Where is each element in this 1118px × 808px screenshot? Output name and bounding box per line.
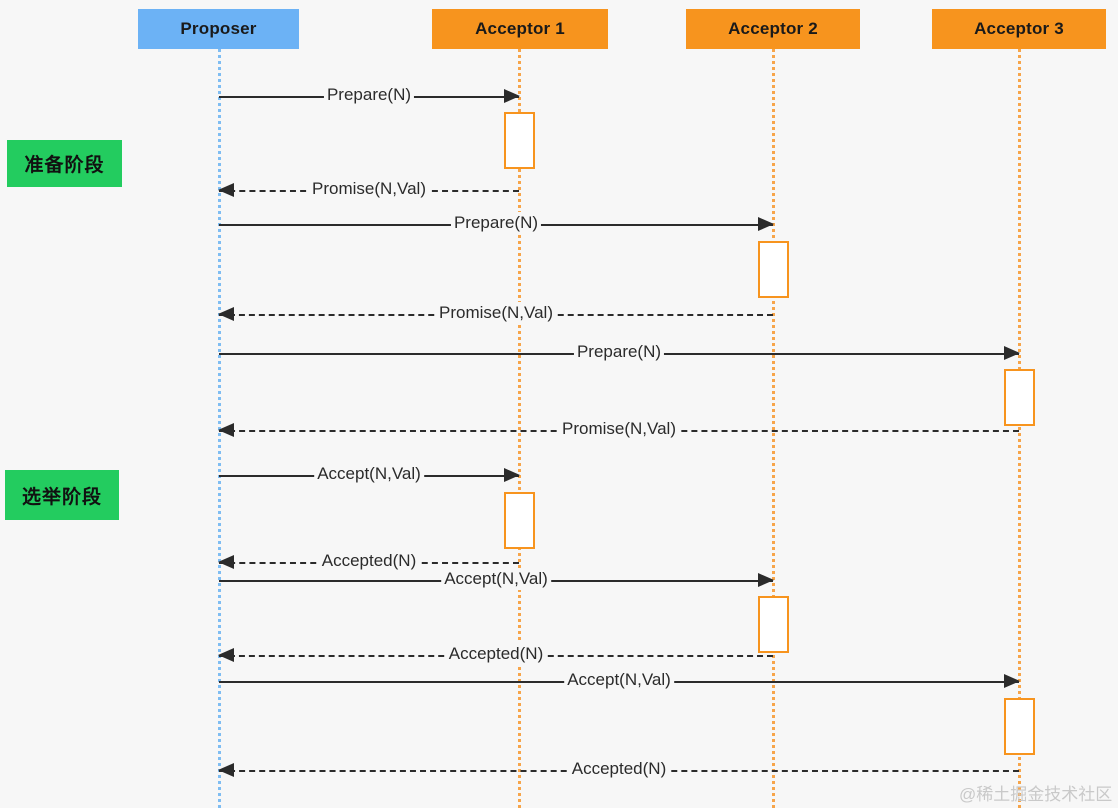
arrowhead-icon (504, 89, 520, 103)
activation-bar-acceptor3 (1004, 369, 1035, 426)
arrowhead-icon (218, 763, 234, 777)
message-label: Accepted(N) (445, 643, 547, 665)
arrowhead-icon (218, 307, 234, 321)
arrowhead-icon (1004, 674, 1020, 688)
arrowhead-icon (218, 423, 234, 437)
message-label: Accept(N,Val) (314, 463, 424, 485)
participant-acceptor3[interactable]: Acceptor 3 (932, 9, 1106, 49)
arrowhead-icon (218, 555, 234, 569)
activation-bar-acceptor2 (758, 241, 789, 298)
arrowhead-icon (218, 648, 234, 662)
phase-label-election-phase: 选举阶段 (5, 470, 119, 520)
arrowhead-icon (758, 217, 774, 231)
activation-bar-acceptor1 (504, 112, 535, 169)
message-label: Prepare(N) (323, 84, 415, 106)
watermark: @稀土掘金技术社区 (959, 785, 1113, 804)
message-label: Promise(N,Val) (559, 418, 679, 440)
arrowhead-icon (1004, 346, 1020, 360)
message-label: Promise(N,Val) (436, 302, 556, 324)
participant-acceptor2[interactable]: Acceptor 2 (686, 9, 860, 49)
message-label: Prepare(N) (573, 341, 665, 363)
message-label: Accept(N,Val) (441, 568, 551, 590)
arrowhead-icon (758, 573, 774, 587)
activation-bar-acceptor2 (758, 596, 789, 653)
activation-bar-acceptor3 (1004, 698, 1035, 755)
message-label: Promise(N,Val) (309, 178, 429, 200)
message-label: Accept(N,Val) (564, 669, 674, 691)
arrowhead-icon (218, 183, 234, 197)
message-label: Accepted(N) (318, 550, 420, 572)
phase-label-prepare-phase: 准备阶段 (7, 140, 122, 187)
arrowhead-icon (504, 468, 520, 482)
activation-bar-acceptor1 (504, 492, 535, 549)
lifeline-acceptor1 (518, 49, 521, 808)
lifeline-acceptor2 (772, 49, 775, 808)
participant-acceptor1[interactable]: Acceptor 1 (432, 9, 608, 49)
message-label: Accepted(N) (568, 758, 670, 780)
message-label: Prepare(N) (450, 212, 542, 234)
lifeline-acceptor3 (1018, 49, 1021, 808)
participant-proposer[interactable]: Proposer (138, 9, 299, 49)
